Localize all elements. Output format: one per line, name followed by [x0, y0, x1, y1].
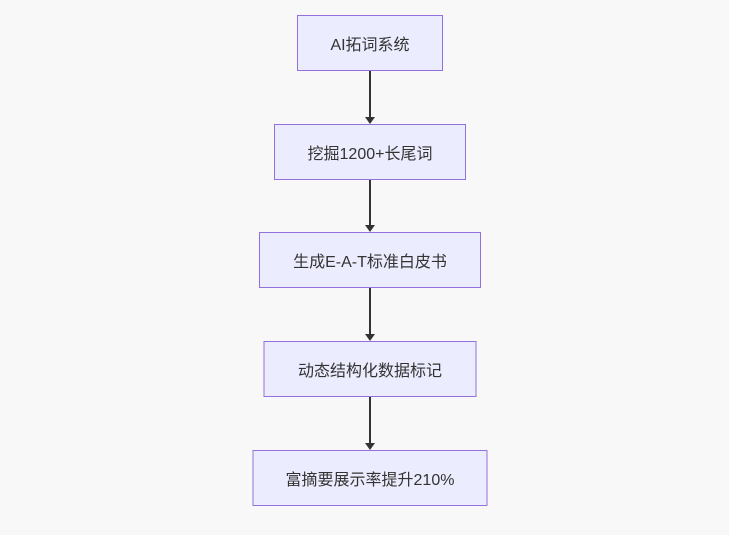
flow-node-ai-word-system: AI拓词系统 [297, 15, 443, 71]
flow-arrow-down [365, 288, 375, 341]
flow-node-structured-data-markup: 动态结构化数据标记 [263, 341, 477, 397]
flow-node-label: 挖掘1200+长尾词 [307, 146, 433, 163]
flow-arrow-down [365, 397, 375, 450]
flow-node-label: AI拓词系统 [330, 37, 410, 54]
flow-node-label: 富摘要展示率提升210% [285, 472, 455, 489]
flow-node-eat-whitepaper: 生成E-A-T标准白皮书 [259, 232, 481, 288]
flow-node-label: 生成E-A-T标准白皮书 [293, 254, 447, 271]
flow-arrow-down [365, 180, 375, 232]
flow-node-rich-snippet-result: 富摘要展示率提升210% [252, 450, 488, 506]
flow-node-label: 动态结构化数据标记 [297, 363, 442, 380]
flow-arrow-down [365, 71, 375, 124]
flow-node-longtail-mining: 挖掘1200+长尾词 [274, 124, 466, 180]
